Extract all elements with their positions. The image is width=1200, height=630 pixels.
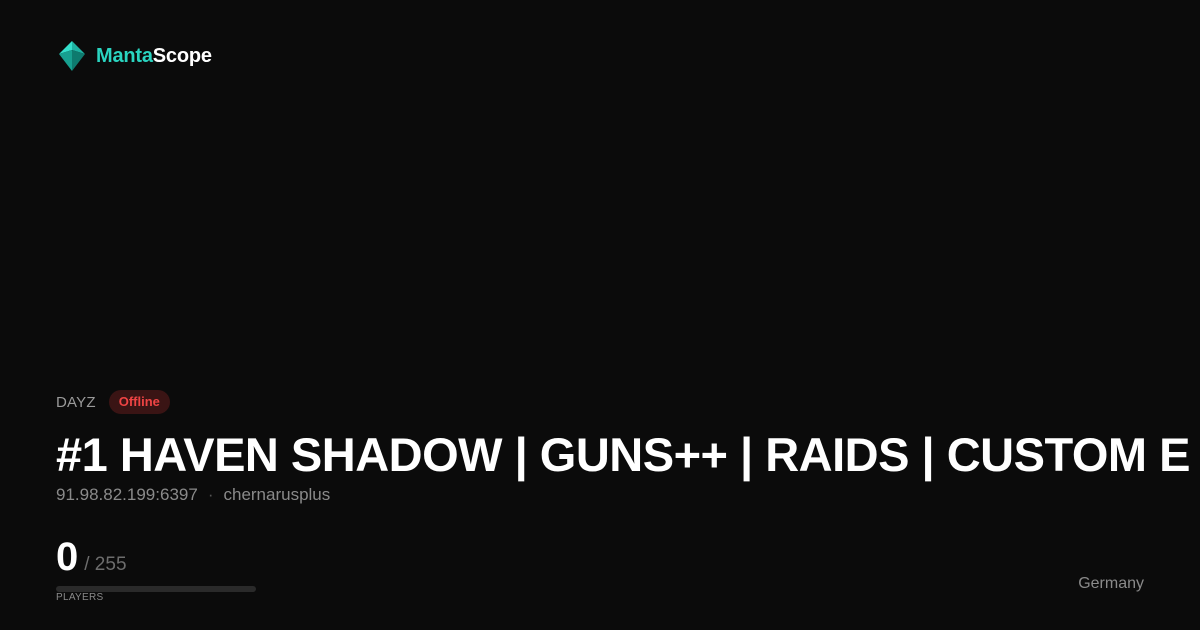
player-count: 0 / 255 (56, 533, 127, 581)
server-map: chernarusplus (223, 485, 331, 504)
brand-name-part1: Manta (96, 45, 153, 67)
brand-name-part2: Scope (152, 45, 212, 67)
server-meta: 91.98.82.199:6397 · chernarusplus (56, 485, 330, 505)
game-name: DAYZ (56, 393, 96, 411)
server-country: Germany (1078, 575, 1144, 592)
game-row: DAYZ Offline (56, 390, 170, 414)
player-count-current: 0 (56, 535, 79, 579)
players-label: PLAYERS (56, 592, 104, 603)
manta-diamond-icon (56, 40, 88, 72)
meta-separator: · (207, 485, 214, 504)
player-progress-bar (56, 586, 256, 592)
brand-logo[interactable]: MantaScope (56, 40, 212, 72)
status-badge: Offline (108, 390, 170, 414)
server-address: 91.98.82.199:6397 (56, 485, 198, 504)
player-count-max: / 255 (84, 554, 127, 575)
brand-name: MantaScope (96, 46, 212, 66)
server-title: #1 HAVEN SHADOW | GUNS++ | RAIDS | CUSTO… (56, 428, 1190, 481)
